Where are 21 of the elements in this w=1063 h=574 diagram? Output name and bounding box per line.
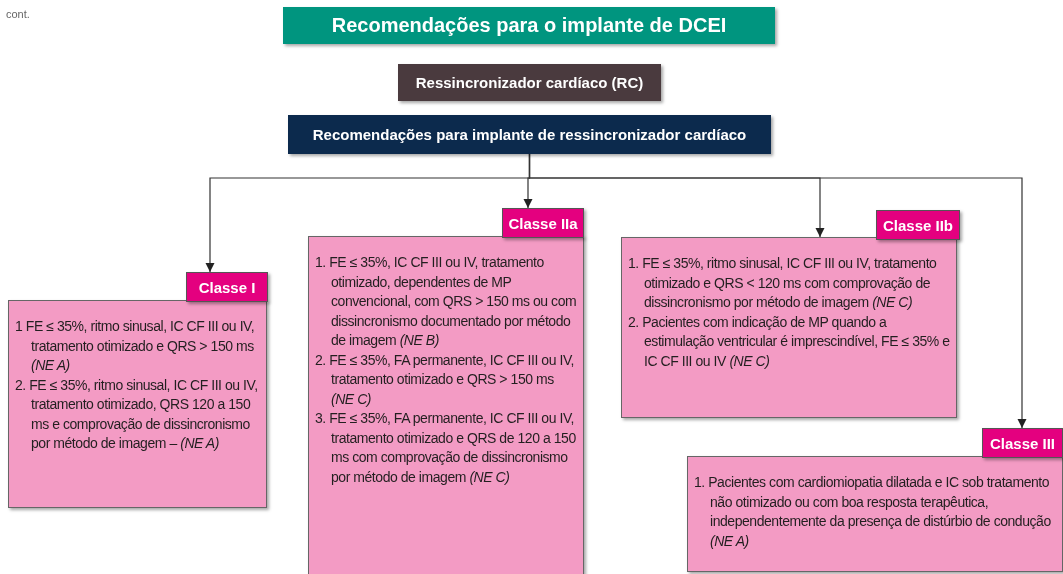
class-tag: Classe IIa — [502, 208, 584, 238]
title-banner: Recomendações para o implante de DCEI — [283, 7, 775, 44]
recommendation-text: 2. FE ≤ 35%, FA permanente, IC CF III ou IV, tratamento otimizado e QRS > 150 ms (NE C) — [315, 350, 575, 409]
note-text: cont. — [6, 8, 30, 20]
header-box: Ressincronizador cardíaco (RC) — [398, 64, 661, 101]
recommendation-box — [621, 237, 957, 418]
recommendation-text: 2. Pacientes com indicação de MP quando a estimulação ventricular é imprescindível, FE ≤ 35% e IC CF III ou IV (NE C) — [628, 312, 951, 371]
recommendation-text: 1. FE ≤ 35%, ritmo sinusal, IC CF III ou IV, tratamento otimizado e QRS < 120 ms com comprovação de dissincronismo por método de imagem (NE C) — [628, 254, 938, 312]
class-tag: Classe I — [186, 272, 268, 302]
recommendation-text: 1. Pacientes com cardiomiopatia dilatada e IC sob tratamento não otimizado ou com boa resposta terapêutica, independentemente da presença de distúrbio de condução (NE A) — [694, 473, 1052, 551]
recommendation-text: 1. FE ≤ 35%, IC CF III ou IV, tratamento otimizado, dependentes de MP convencional, com QRS > 150 ms ou com dissincronismo documentado por método de imagem (NE B) — [315, 253, 578, 350]
recommendation-box — [308, 236, 584, 574]
recommendation-box — [8, 300, 267, 508]
header-box: Recomendações para implante de ressincronizador cardíaco — [288, 115, 771, 154]
class-tag: Classe IIb — [876, 210, 960, 240]
recommendation-text: 2. FE ≤ 35%, ritmo sinusal, IC CF III ou IV, tratamento otimizado, QRS 120 a 150 ms e comprovação de dissincronismo por método de imagem – (NE A) — [15, 375, 259, 453]
class-tag: Classe III — [982, 428, 1063, 458]
connector-arrow — [528, 153, 1027, 429]
recommendation-text: 3. FE ≤ 35%, FA permanente, IC CF III ou IV, tratamento otimizado e QRS de 120 a 150 ms com comprovação de dissincronismo por método de imagem (NE C) — [315, 409, 577, 487]
recommendation-text: 1 FE ≤ 35%, ritmo sinusal, IC CF III ou IV, tratamento otimizado e QRS > 150 ms (NE A) — [15, 317, 256, 375]
recommendation-box — [687, 456, 1063, 572]
